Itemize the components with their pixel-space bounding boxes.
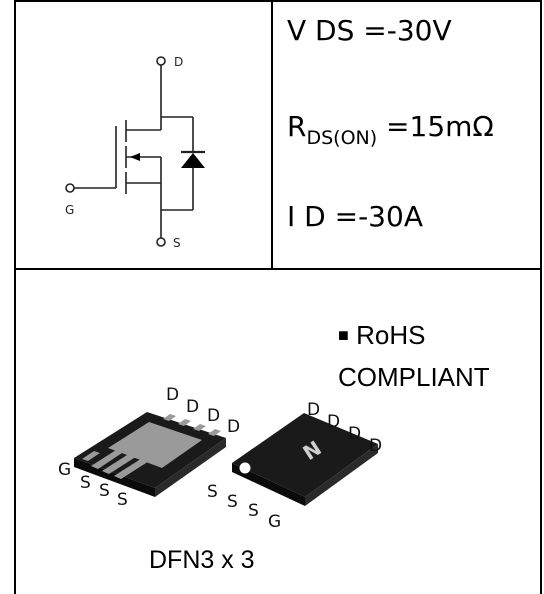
rohs-line-1: ■ RoHS: [338, 318, 425, 355]
column-divider: [271, 0, 273, 269]
rohs-text: RoHS: [356, 320, 426, 350]
rds-value: =15mΩ: [377, 110, 494, 143]
rohs-bullet-icon: ■: [338, 325, 349, 345]
row-divider: [14, 268, 542, 270]
rds-subscript: DS(ON): [306, 127, 378, 149]
id-spec: I D =-30A: [287, 200, 423, 233]
rds-on-spec: RDS(ON) =15mΩ: [287, 110, 494, 149]
datasheet-frame: [14, 0, 542, 594]
left-border: [14, 0, 16, 594]
rds-symbol: R: [287, 110, 307, 143]
right-border: [540, 0, 542, 594]
package-name: DFN3 x 3: [149, 546, 255, 574]
rohs-compliant: COMPLIANT: [338, 362, 490, 392]
top-border: [14, 0, 542, 2]
vds-spec: V DS =-30V: [287, 14, 452, 47]
